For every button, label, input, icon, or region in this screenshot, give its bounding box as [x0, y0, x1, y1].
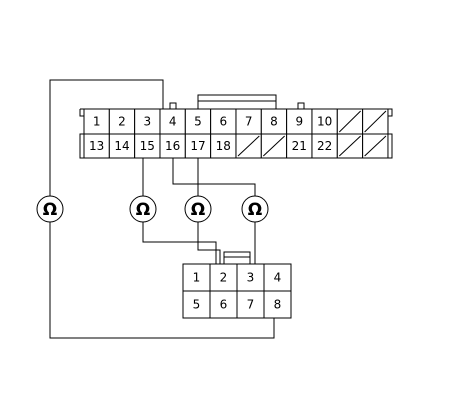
ohm-symbol: Ω	[43, 200, 57, 220]
pin-label: 6	[219, 115, 227, 129]
wire-a3-meter1	[49, 79, 164, 196]
pin-label: 2	[118, 115, 126, 129]
connector-a-cavity: 1	[83, 108, 110, 135]
blank-cavity-mark	[237, 135, 260, 157]
connector-a-cavity	[260, 133, 288, 159]
connector-a-cavity: 21	[286, 133, 313, 159]
connector-b-cavity: 5	[182, 290, 211, 319]
connector-a-tab	[197, 94, 277, 110]
ohmmeter-1: Ω	[36, 195, 64, 223]
pin-label: 1	[93, 115, 101, 129]
pin-label: 22	[317, 139, 332, 153]
wire-a16-meter4	[172, 156, 256, 196]
connector-a-cavity: 8	[260, 108, 288, 135]
connector-b-cavity: 8	[263, 290, 292, 319]
connector-a-cavity: 13	[83, 133, 110, 159]
wire-meter2-b2	[142, 222, 217, 264]
wire-meter1-b8	[49, 222, 275, 339]
blank-cavity-mark	[338, 110, 361, 133]
pin-label: 17	[190, 139, 205, 153]
pin-label: 16	[165, 139, 180, 153]
pin-label: 7	[247, 298, 255, 312]
wires	[49, 79, 275, 339]
ohmmeter-2: Ω	[129, 195, 157, 223]
connector-a-lock-right	[297, 102, 305, 110]
connector-a-cavity	[336, 108, 364, 135]
pin-label: 15	[140, 139, 155, 153]
pin-label: 2	[220, 271, 228, 285]
ohmmeter-body	[184, 195, 212, 223]
ohmmeter-body	[36, 195, 64, 223]
pin-label: 5	[194, 115, 202, 129]
connector-a-cavity: 2	[108, 108, 136, 135]
pin-label: 3	[144, 115, 152, 129]
connector-a-cavity	[336, 133, 364, 159]
connector-a-cavity	[362, 133, 389, 159]
blank-cavity-mark	[364, 110, 387, 133]
connector-b-cavity: 2	[209, 263, 238, 292]
blank-cavity-mark	[262, 135, 285, 157]
connector-b-cavity: 7	[236, 290, 265, 319]
ohmmeter-4: Ω	[241, 195, 269, 223]
pin-label: 1	[193, 271, 201, 285]
pin-label: 6	[220, 298, 228, 312]
connector-a-cavity	[362, 108, 389, 135]
connector-b: 1 2 3 4 5 6 7 8	[182, 251, 292, 319]
ohm-symbol: Ω	[191, 200, 205, 220]
ohmmeter-body	[129, 195, 157, 223]
ohmmeter-body	[241, 195, 269, 223]
connector-a-cavity: 14	[108, 133, 136, 159]
pin-label: 4	[274, 271, 282, 285]
connector-b-cavity: 1	[182, 263, 211, 292]
pin-label: 8	[270, 115, 278, 129]
connector-a-cavity: 15	[134, 133, 161, 159]
connector-a-cavity: 16	[159, 133, 186, 159]
connector-a-cavity: 17	[184, 133, 212, 159]
blank-cavity-mark	[364, 135, 387, 157]
connector-a-cavity: 6	[210, 108, 237, 135]
connector-a-cavity: 5	[184, 108, 212, 135]
pin-label: 3	[247, 271, 255, 285]
pin-label: 9	[295, 115, 303, 129]
pin-label: 5	[193, 298, 201, 312]
connector-a-cavity: 9	[286, 108, 313, 135]
pin-label: 7	[245, 115, 253, 129]
connector-b-tab	[223, 251, 251, 265]
connector-b-cavity: 3	[236, 263, 265, 292]
connector-a-lock-left	[169, 102, 177, 110]
pin-label: 14	[114, 139, 129, 153]
pin-label: 8	[274, 298, 282, 312]
connector-a-cavity: 22	[311, 133, 338, 159]
connector-b-cavity: 6	[209, 290, 238, 319]
ohm-symbol: Ω	[136, 200, 150, 220]
wire-meter3-b2	[197, 222, 221, 264]
connector-a-cavity: 7	[235, 108, 262, 135]
pin-label: 13	[89, 139, 104, 153]
pin-label: 10	[317, 115, 332, 129]
pin-label: 21	[292, 139, 307, 153]
connector-b-cavity: 4	[263, 263, 292, 292]
pin-label: 4	[169, 115, 177, 129]
connector-a-cavity: 18	[210, 133, 237, 159]
connector-a-cavity	[235, 133, 262, 159]
ohmmeter-3: Ω	[184, 195, 212, 223]
connector-a: 1 2 3 4 5 6 7 8 9 10 13 14 15 16 17 18 21 22	[79, 94, 393, 159]
blank-cavity-mark	[338, 135, 361, 157]
pin-label: 18	[216, 139, 231, 153]
connector-a-cavity: 10	[311, 108, 338, 135]
connector-a-cavity: 4	[159, 108, 186, 135]
connector-a-cavity: 3	[134, 108, 161, 135]
ohm-symbol: Ω	[248, 200, 262, 220]
